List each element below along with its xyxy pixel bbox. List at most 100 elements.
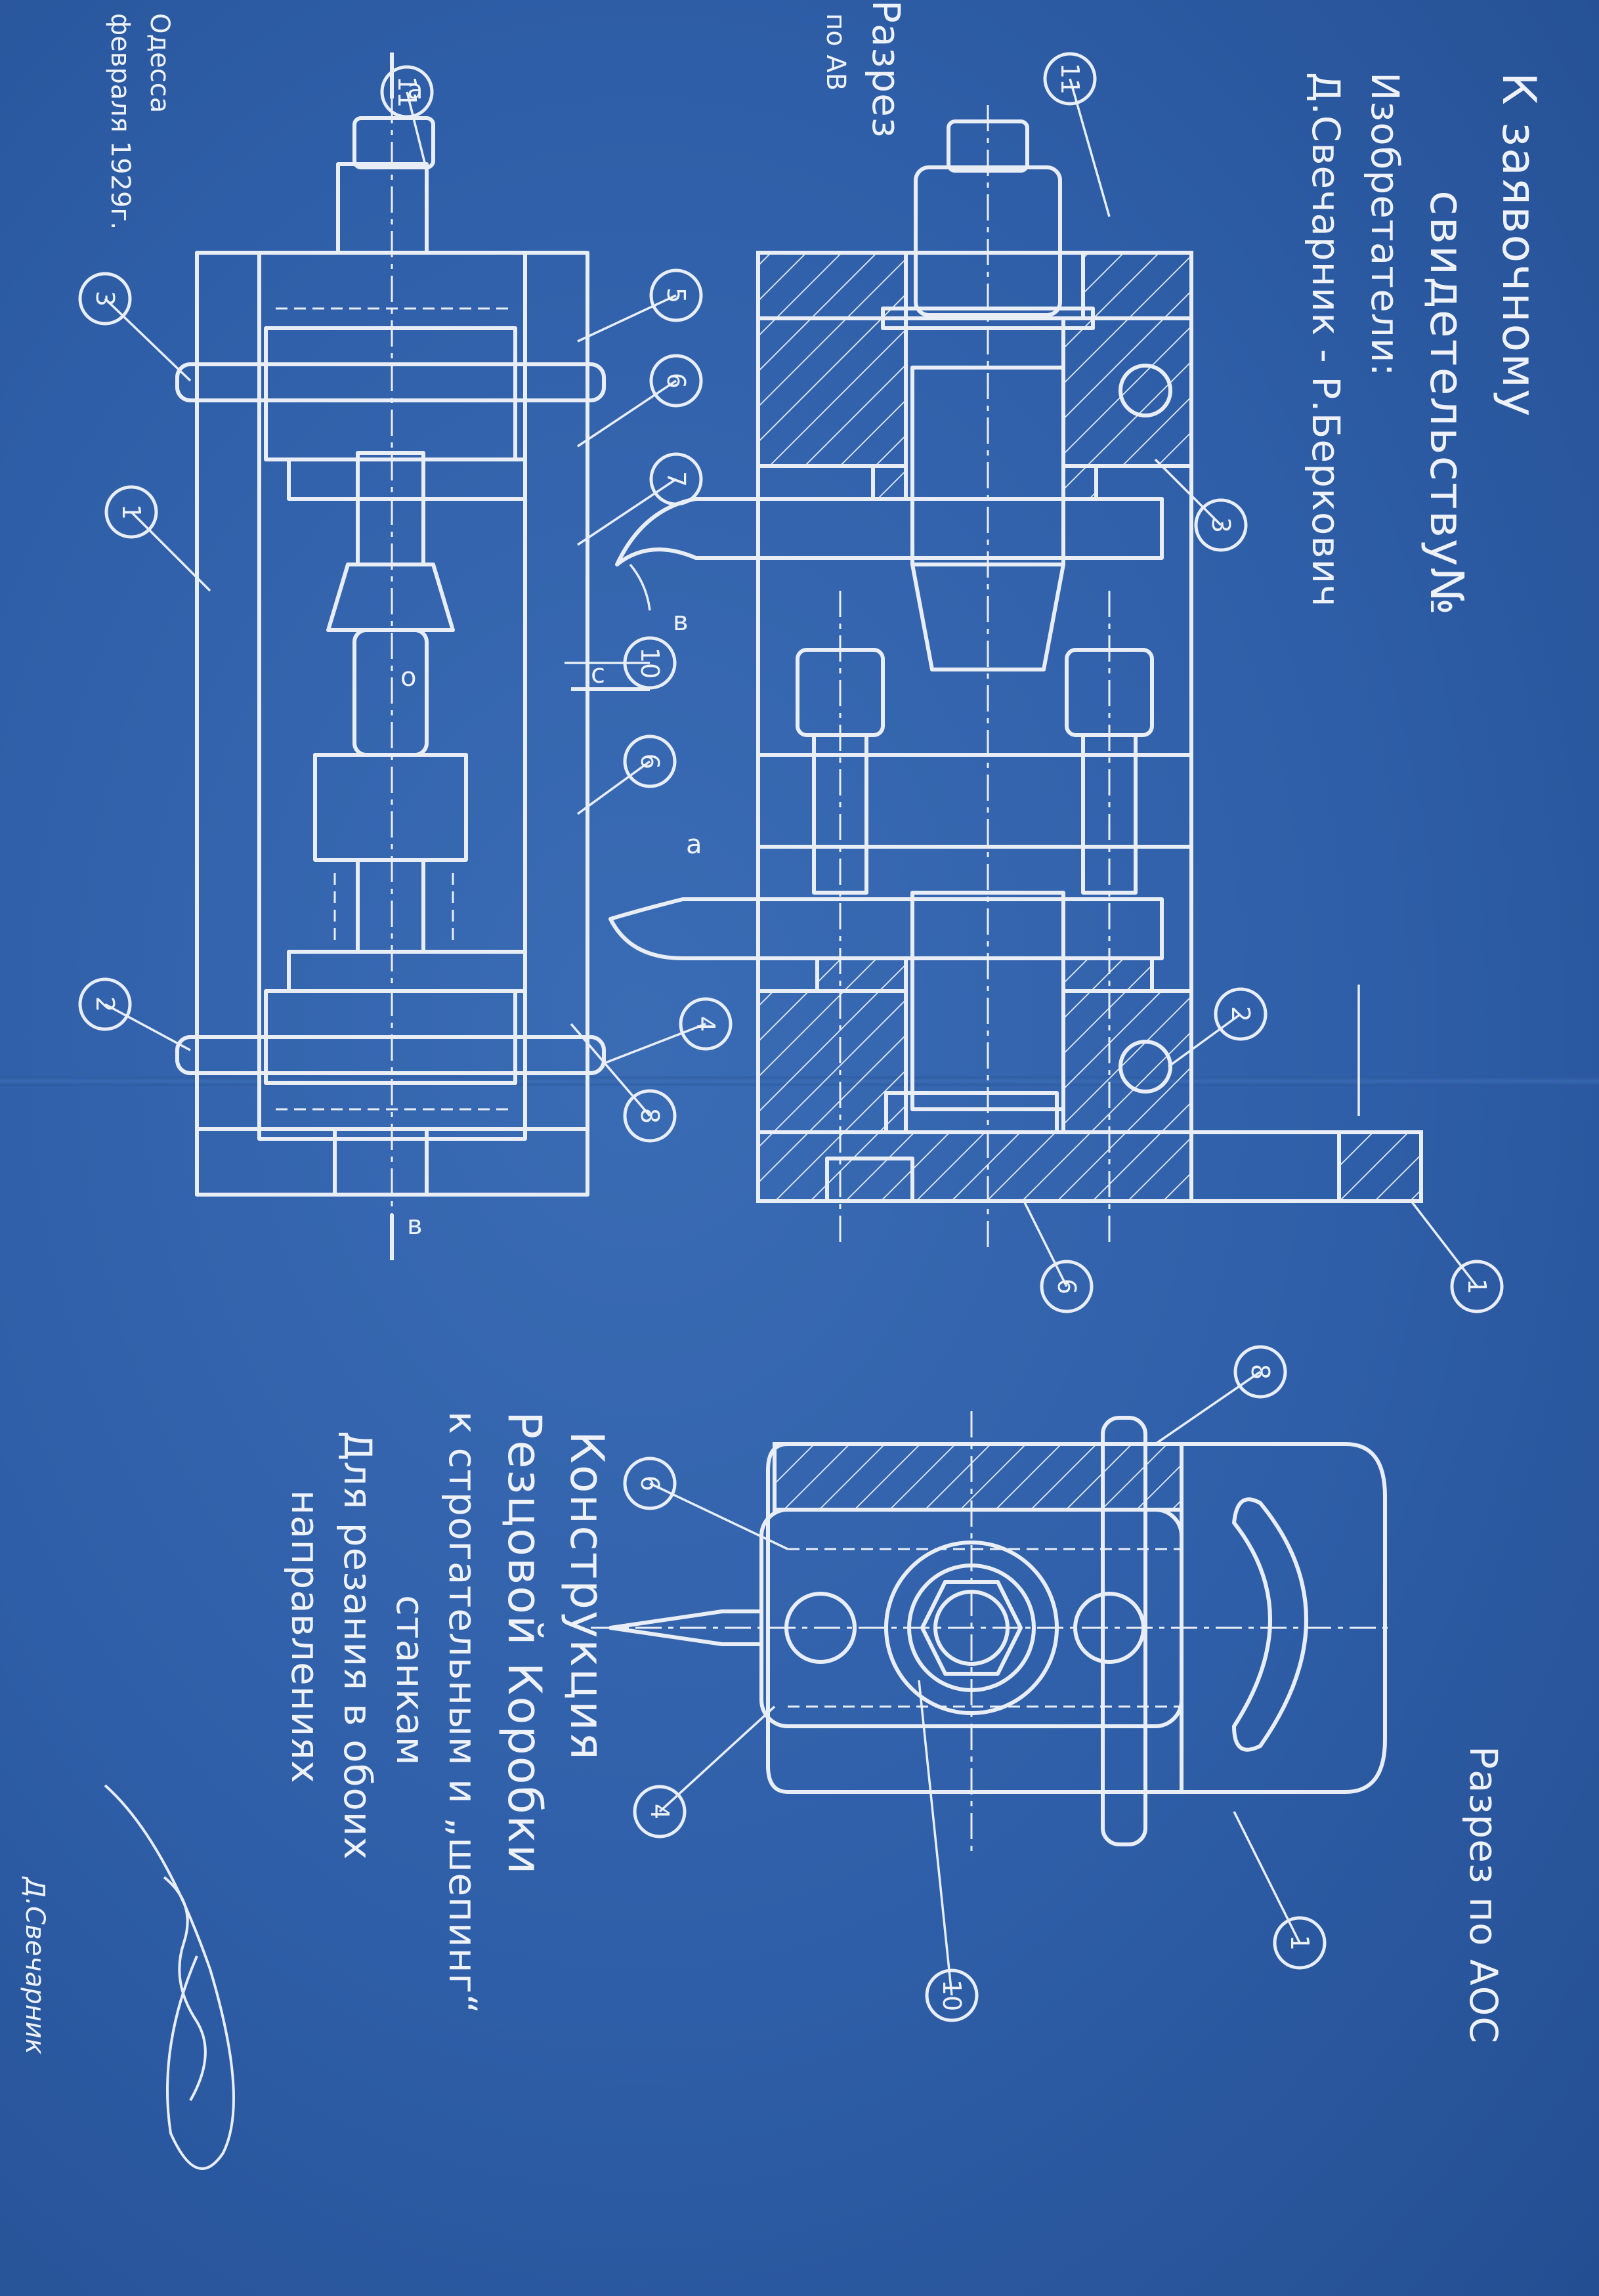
part-badge-circle [623,734,677,788]
part-leader-line [130,511,211,592]
part-leader-line [1167,1013,1242,1068]
part-badge-6: 6 [577,354,703,448]
pin-hole-2 [1119,1040,1172,1094]
part-badge-label: 11 [393,76,421,108]
section-ab-label: Разрез по АВ [821,0,908,138]
part-leader-line [577,478,677,546]
part-badge-5: 5 [577,268,703,343]
part-badge-label: 3 [1206,517,1235,533]
lower-body-left [756,989,908,1134]
part-badge-label: 8 [635,1108,664,1124]
ab-bolt-head [336,162,429,255]
ab-center-o-label: о [400,662,416,692]
ab-stem-upper [356,451,425,566]
part-badge-label: 6 [635,1476,664,1491]
spacer-right [1061,464,1098,501]
signature-upper [163,1876,207,2101]
header-line-3: Изобретатели: [1363,72,1407,377]
header-block: К заявочному свидетельству№ Изобретатели… [1304,72,1546,616]
part-leader-line [1023,1201,1068,1287]
part-badge-circle [925,1968,979,2022]
part-badge-circle [623,1456,677,1510]
part-badge-circle [1043,52,1097,106]
ab-upper-block [264,326,517,461]
part-badge-label: 3 [91,291,119,307]
plan-hatched-strip [773,1442,1183,1512]
base-plate-hatch [756,1130,1193,1203]
part-badge-label: 11 [1055,63,1084,95]
ab-pin-3 [175,362,606,402]
part-badge-6: 6 [576,734,677,815]
cutter-bar-lower [756,897,1164,960]
place-city: Одесса [144,13,175,113]
title-line-4: станкам [388,1595,433,1766]
part-leader-line [577,379,677,448]
part-leader-line [1069,78,1111,217]
ab-bottom-boss [333,1127,429,1197]
part-badge-label: 2 [91,996,119,1012]
part-badge-circle [380,65,434,119]
cutter-b-tool [615,497,758,566]
part-badge-2: 2 [78,977,191,1052]
part-badge-1: 1 [104,485,211,592]
part-leader-line [918,1680,953,1996]
cutter-a-label: а [686,830,702,860]
part-leader-line [1233,1811,1301,1944]
title-line-6: направлениях [283,1490,328,1784]
cutter-b-arrow [629,563,651,611]
part-badge-label: 4 [691,1016,720,1032]
part-badge-label: 2 [1226,1006,1255,1022]
part-leader-line [570,1023,651,1117]
section-aoc-label: Разрез по АОС [1461,1746,1506,2044]
part-badge-label: 6 [635,754,664,769]
middle-block-6 [756,753,1193,849]
lower-spacer-left [815,956,908,993]
plan-hex-nut [920,1580,1023,1676]
header-line-1: К заявочному [1492,72,1546,417]
ab-stem-lower [356,858,425,954]
main-assembly-view: в а [608,105,1423,1247]
ab-nut-10 [352,628,429,757]
ab-clamp-plate [287,457,527,501]
part-badge-1: 1 [1410,1200,1504,1313]
part-badge-circle [1040,1260,1094,1313]
part-badge-10: 10 [918,1680,979,2022]
signature-name: Д.Свечарник [20,1876,50,2054]
part-badge-3: 3 [78,272,192,382]
part-badge-circle [633,1785,687,1839]
part-badge-circle [1233,1345,1287,1399]
part-badge-circle [78,272,132,326]
ab-pin-2 [175,1035,606,1075]
part-leader-line [1410,1200,1478,1288]
part-badge-circle [104,485,158,539]
ab-taper [326,563,455,632]
part-badge-label: 1 [1285,1935,1314,1951]
part-badge-3: 3 [1154,458,1248,552]
part-badge-circle [649,354,703,408]
signature-block: Д.Свечарник [20,1784,235,2170]
place-date: Одесса февраля 1929г. [105,13,175,230]
plan-pin-8 [1101,1416,1147,1846]
part-leader-line [1155,1371,1261,1445]
part-leader-line [104,297,192,382]
part-badge-4: 4 [633,1705,776,1839]
cutter-b-label: в [673,606,689,637]
part-badge-label: 1 [117,504,146,520]
part-badge-11: 11 [1043,52,1111,217]
part-badge-circle [1450,1260,1504,1313]
lower-body-right [1061,989,1193,1134]
part-leader-line [104,1003,191,1052]
section-ab-label-line-2: по АВ [821,13,851,91]
lower-spacer-right [1061,956,1154,993]
part-badge-label: 4 [645,1804,674,1819]
part-badge-6: 6 [1023,1201,1094,1313]
part-badge-10: 10 [565,636,677,690]
part-badge-label: 6 [662,373,691,389]
ab-lower-plate [287,950,527,993]
ab-cut-c-label: с [591,659,605,689]
plan-body-outline [766,1442,1387,1794]
cutter-a-tool [608,897,758,960]
ab-cut-b-label: в [407,1210,423,1241]
